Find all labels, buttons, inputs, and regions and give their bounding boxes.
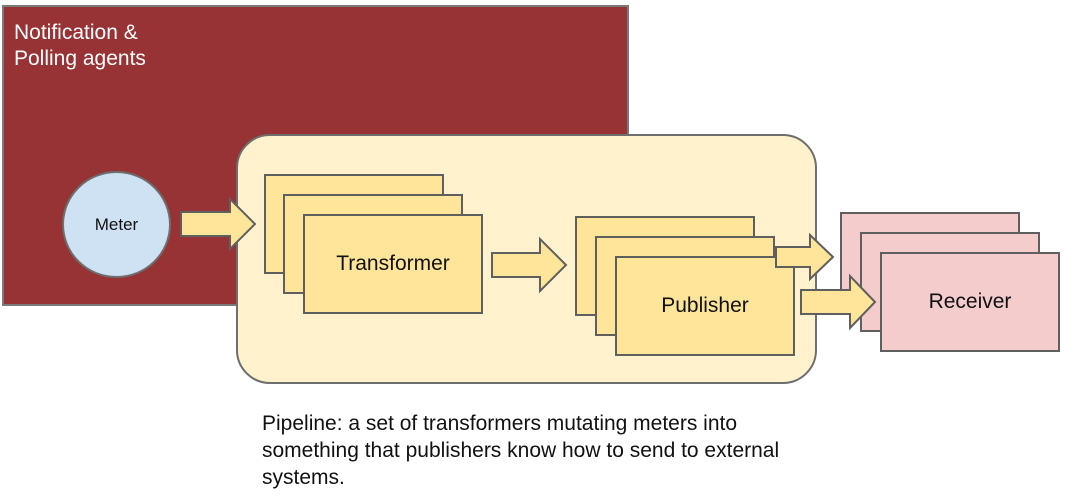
receiver-card-front: Receiver: [880, 252, 1060, 352]
receiver-label: Receiver: [928, 290, 1012, 313]
meter-node: Meter: [62, 171, 171, 278]
meter-label: Meter: [94, 214, 139, 234]
agents-label: Notification & Polling agents: [14, 21, 146, 70]
publisher-to-receiver-arrow-upper: [775, 232, 835, 282]
meter-to-transformer-arrow: [180, 196, 257, 252]
publisher-label: Publisher: [661, 294, 749, 317]
transformer-label: Transformer: [336, 252, 450, 275]
publisher-card-front: Publisher: [615, 256, 795, 356]
transformer-card-front: Transformer: [303, 214, 483, 314]
publisher-to-receiver-arrow-lower: [800, 273, 877, 331]
pipeline-caption: Pipeline: a set of transformers mutating…: [262, 412, 780, 489]
transformer-to-publisher-arrow: [491, 236, 568, 294]
